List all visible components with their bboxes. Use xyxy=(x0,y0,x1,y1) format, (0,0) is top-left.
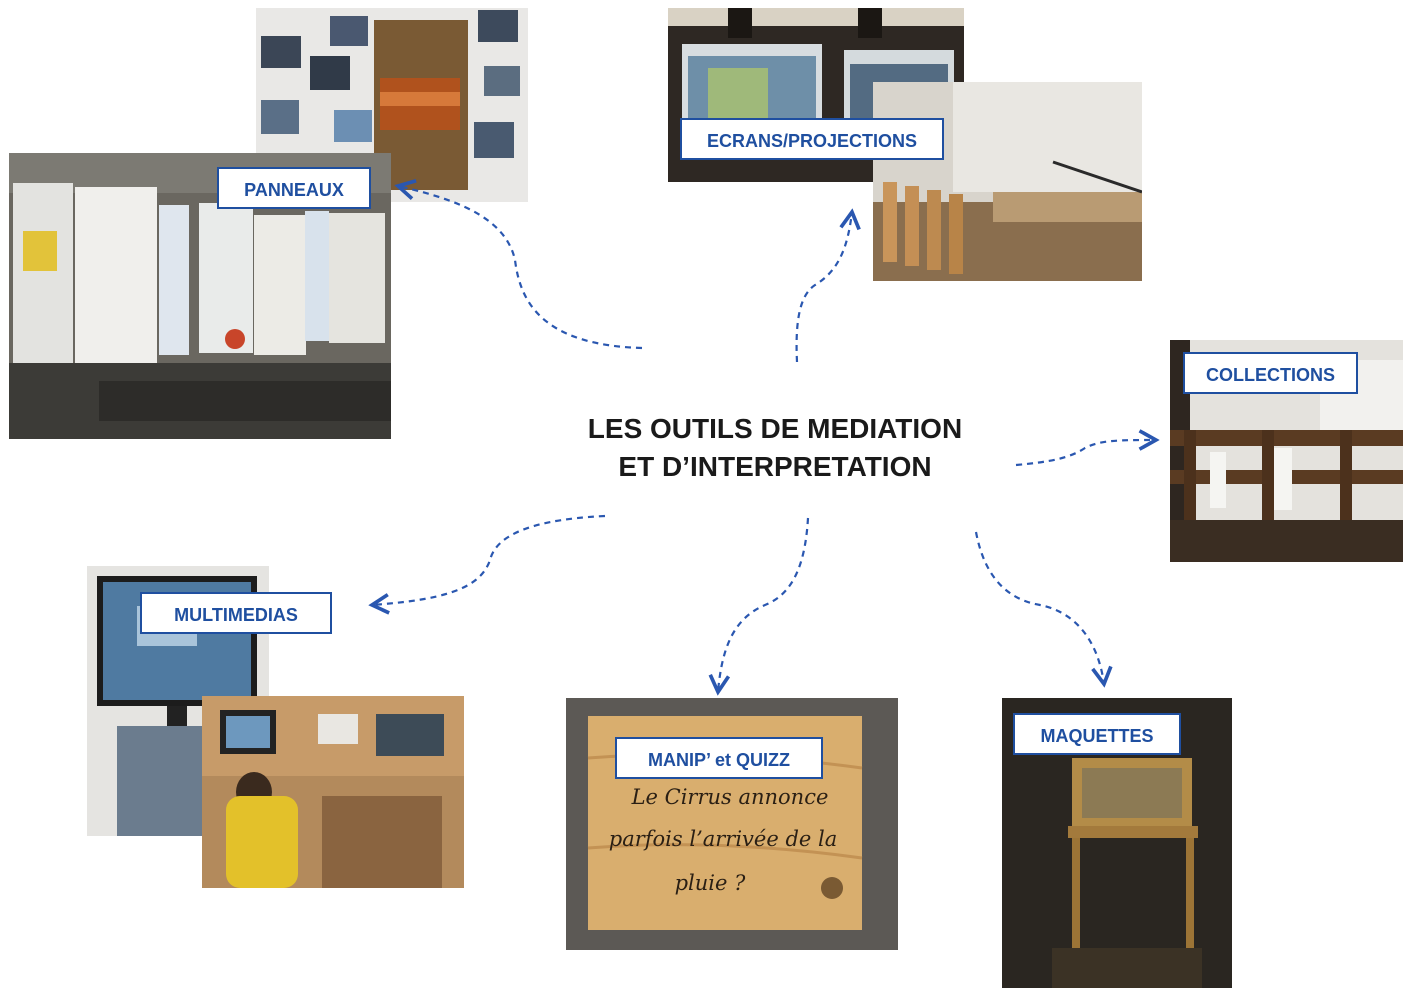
sign-line-3: pluie ? xyxy=(674,871,746,895)
sign-line-1: Le Cirrus annonce xyxy=(631,785,829,809)
central-title: LES OUTILS DE MEDIATION ET D’INTERPRETAT… xyxy=(540,410,1010,486)
label-manip-quizz: MANIP’ et QUIZZ xyxy=(615,737,823,779)
arrow-to-panneaux xyxy=(398,186,643,350)
arrow-to-collections xyxy=(1015,440,1156,467)
multimedias-photo xyxy=(202,696,464,888)
label-multimedias: MULTIMEDIAS xyxy=(140,592,332,634)
collections-photo xyxy=(1170,340,1403,562)
title-line-2: ET D’INTERPRETATION xyxy=(618,451,932,482)
arrow-to-ecrans xyxy=(795,212,852,363)
title-line-1: LES OUTILS DE MEDIATION xyxy=(587,413,963,444)
ecrans-room-photo xyxy=(873,82,1142,281)
label-collections: COLLECTIONS xyxy=(1183,352,1358,394)
label-panneaux: PANNEAUX xyxy=(217,167,371,209)
arrow-to-manip xyxy=(718,517,810,692)
label-maquettes: MAQUETTES xyxy=(1013,713,1181,755)
arrow-to-maquettes xyxy=(974,531,1104,684)
arrow-to-multimedias xyxy=(372,514,606,605)
sign-line-2: parfois l’arrivée de la xyxy=(608,827,838,851)
manip-photo xyxy=(566,698,898,950)
label-ecrans-projections: ECRANS/PROJECTIONS xyxy=(680,118,944,160)
